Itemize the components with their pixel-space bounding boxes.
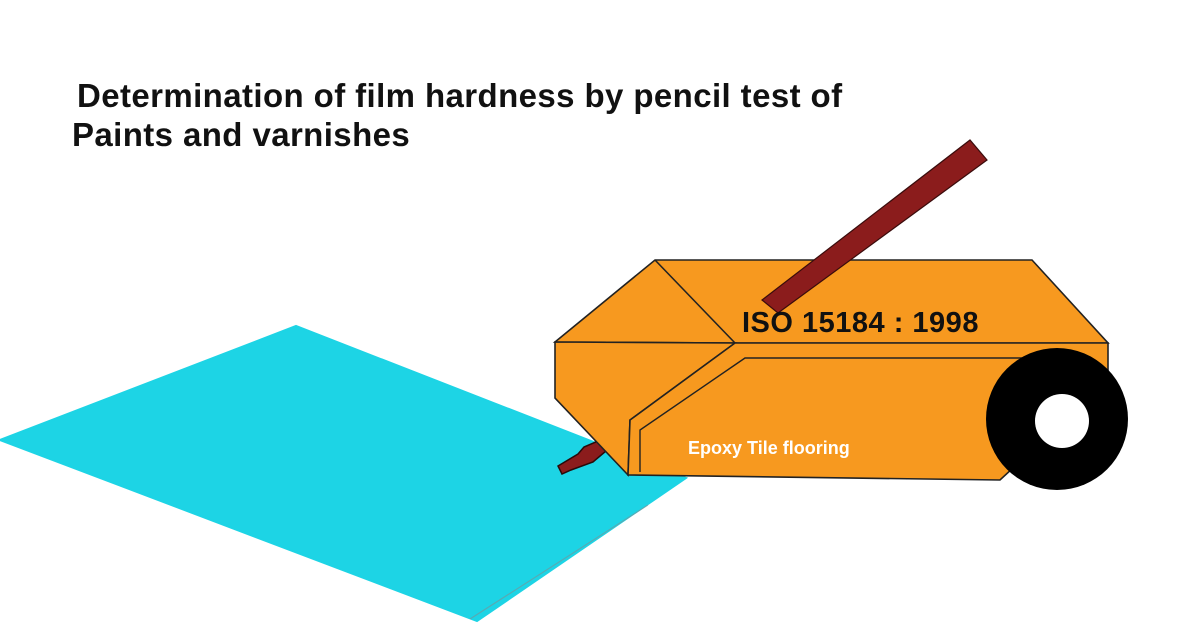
page-title: Determination of film hardness by pencil… (72, 76, 843, 154)
title-line-2: Paints and varnishes (72, 116, 411, 153)
coated-test-panel (0, 324, 689, 623)
tester-front-inner-edge (639, 357, 1035, 472)
tester-top-ridge (654, 259, 736, 344)
title-line-1: Determination of film hardness by pencil… (77, 77, 843, 114)
wheel-hub (1035, 394, 1089, 448)
tester-front-face (627, 342, 1109, 481)
panel-edge-shadow (469, 504, 649, 620)
surface-label: Epoxy Tile flooring (688, 438, 850, 458)
iso-standard-label: ISO 15184 : 1998 (742, 307, 979, 339)
pencil-shaft (761, 139, 988, 314)
